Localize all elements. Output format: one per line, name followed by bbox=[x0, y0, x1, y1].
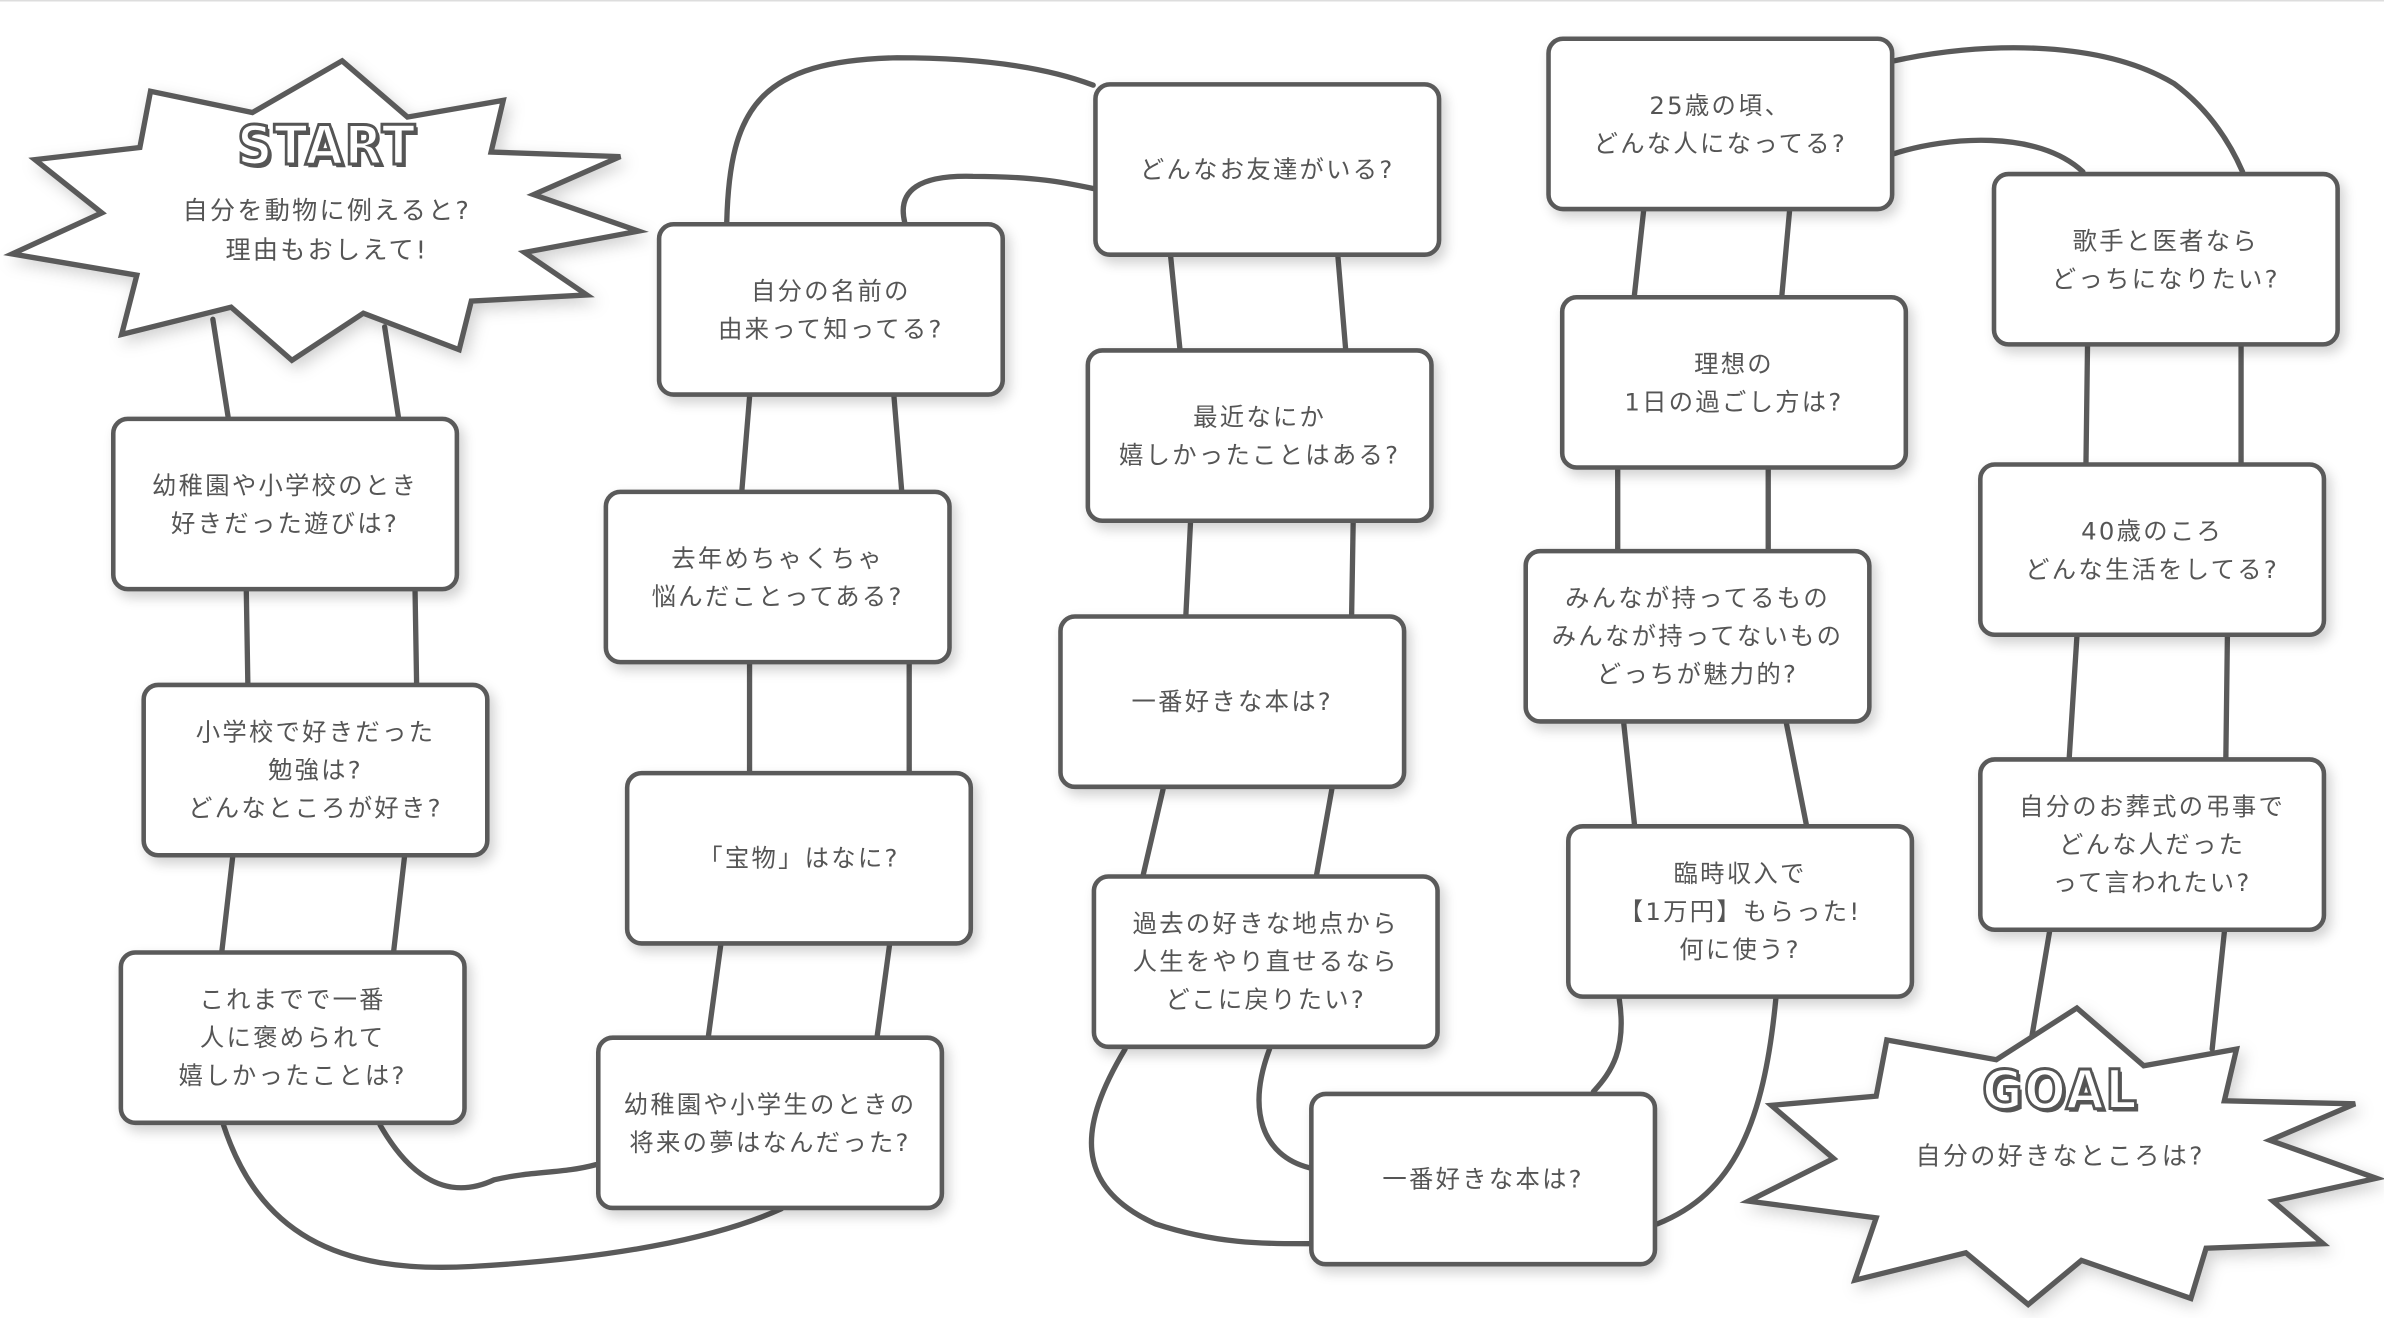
square-3: これまでで一番 人に褒められて 嬉しかったことは? bbox=[118, 950, 467, 1126]
start-question: 自分を動物に例えると? 理由もおしえて! bbox=[182, 196, 472, 265]
square-11: 過去の好きな地点から 人生をやり直せるなら どこに戻りたい? bbox=[1091, 874, 1440, 1050]
path-curve bbox=[1256, 1046, 1312, 1171]
path-line bbox=[1183, 520, 1356, 617]
square-18: 40歳のころ どんな生活をしてる? bbox=[1978, 462, 2327, 638]
square-12: 一番好きな本は? bbox=[1309, 1091, 1658, 1267]
path-curve bbox=[220, 1122, 785, 1270]
path-curve bbox=[1654, 996, 1779, 1227]
path-curve bbox=[900, 173, 1096, 225]
square-6: 去年めちゃくちゃ 悩んだことってある? bbox=[603, 489, 952, 665]
path-curve bbox=[1891, 137, 2086, 175]
square-5: 「宝物」はなに? bbox=[624, 770, 974, 946]
square-2: 小学校で好きだった 勉強は? どんなところが好き? bbox=[141, 682, 490, 858]
square-16: 25歳の頃、 どんな人になってる? bbox=[1546, 36, 1895, 212]
square-17: 歌手と医者なら どっちになりたい? bbox=[1991, 171, 2340, 347]
path-line bbox=[1168, 254, 1349, 351]
path-line bbox=[705, 943, 893, 1039]
path-line bbox=[746, 661, 912, 774]
path-curve bbox=[724, 55, 1096, 225]
path-line bbox=[243, 588, 420, 686]
square-10: 一番好きな本は? bbox=[1058, 614, 1407, 790]
start-title: START bbox=[236, 114, 417, 179]
path-line bbox=[1631, 208, 1793, 298]
path-curve bbox=[1590, 996, 1624, 1095]
square-7: 自分の名前の 由来って知ってる? bbox=[656, 221, 1005, 397]
square-19: 自分のお葬式の弔事で どんな人だった って言われたい? bbox=[1978, 757, 2327, 933]
path-line bbox=[1140, 786, 1335, 877]
square-15: 理想の 1日の過ごし方は? bbox=[1559, 294, 1909, 470]
path-line bbox=[739, 394, 905, 493]
path-curve bbox=[1891, 45, 2246, 175]
path-line bbox=[1615, 467, 1771, 552]
path-line bbox=[210, 316, 402, 420]
goal-title: GOAL bbox=[1981, 1058, 2139, 1123]
square-4: 幼稚園や小学生のときの 将来の夢はなんだった? bbox=[595, 1035, 945, 1211]
goal-starburst bbox=[1739, 1004, 2384, 1308]
square-13: 臨時収入で 【1万円】もらった! 何に使う? bbox=[1566, 824, 1915, 999]
path-curve bbox=[1088, 1046, 1312, 1247]
square-9: 最近なにか 嬉しかったことはある? bbox=[1085, 348, 1434, 524]
path-line bbox=[2027, 929, 2228, 1052]
path-curve bbox=[377, 1122, 599, 1191]
square-1: 幼稚園や小学校のとき 好きだった遊びは? bbox=[110, 416, 460, 592]
path-line bbox=[2066, 634, 2231, 760]
path-line bbox=[2083, 343, 2244, 465]
start-starburst bbox=[3, 57, 649, 364]
path-line bbox=[1621, 721, 1809, 827]
square-8: どんなお友達がいる? bbox=[1093, 82, 1442, 257]
goal-question: 自分の好きなところは? bbox=[1915, 1141, 2205, 1171]
path-line bbox=[219, 854, 408, 953]
square-14: みんなが持ってるもの みんなが持ってないもの どっちが魅力的? bbox=[1523, 548, 1872, 724]
